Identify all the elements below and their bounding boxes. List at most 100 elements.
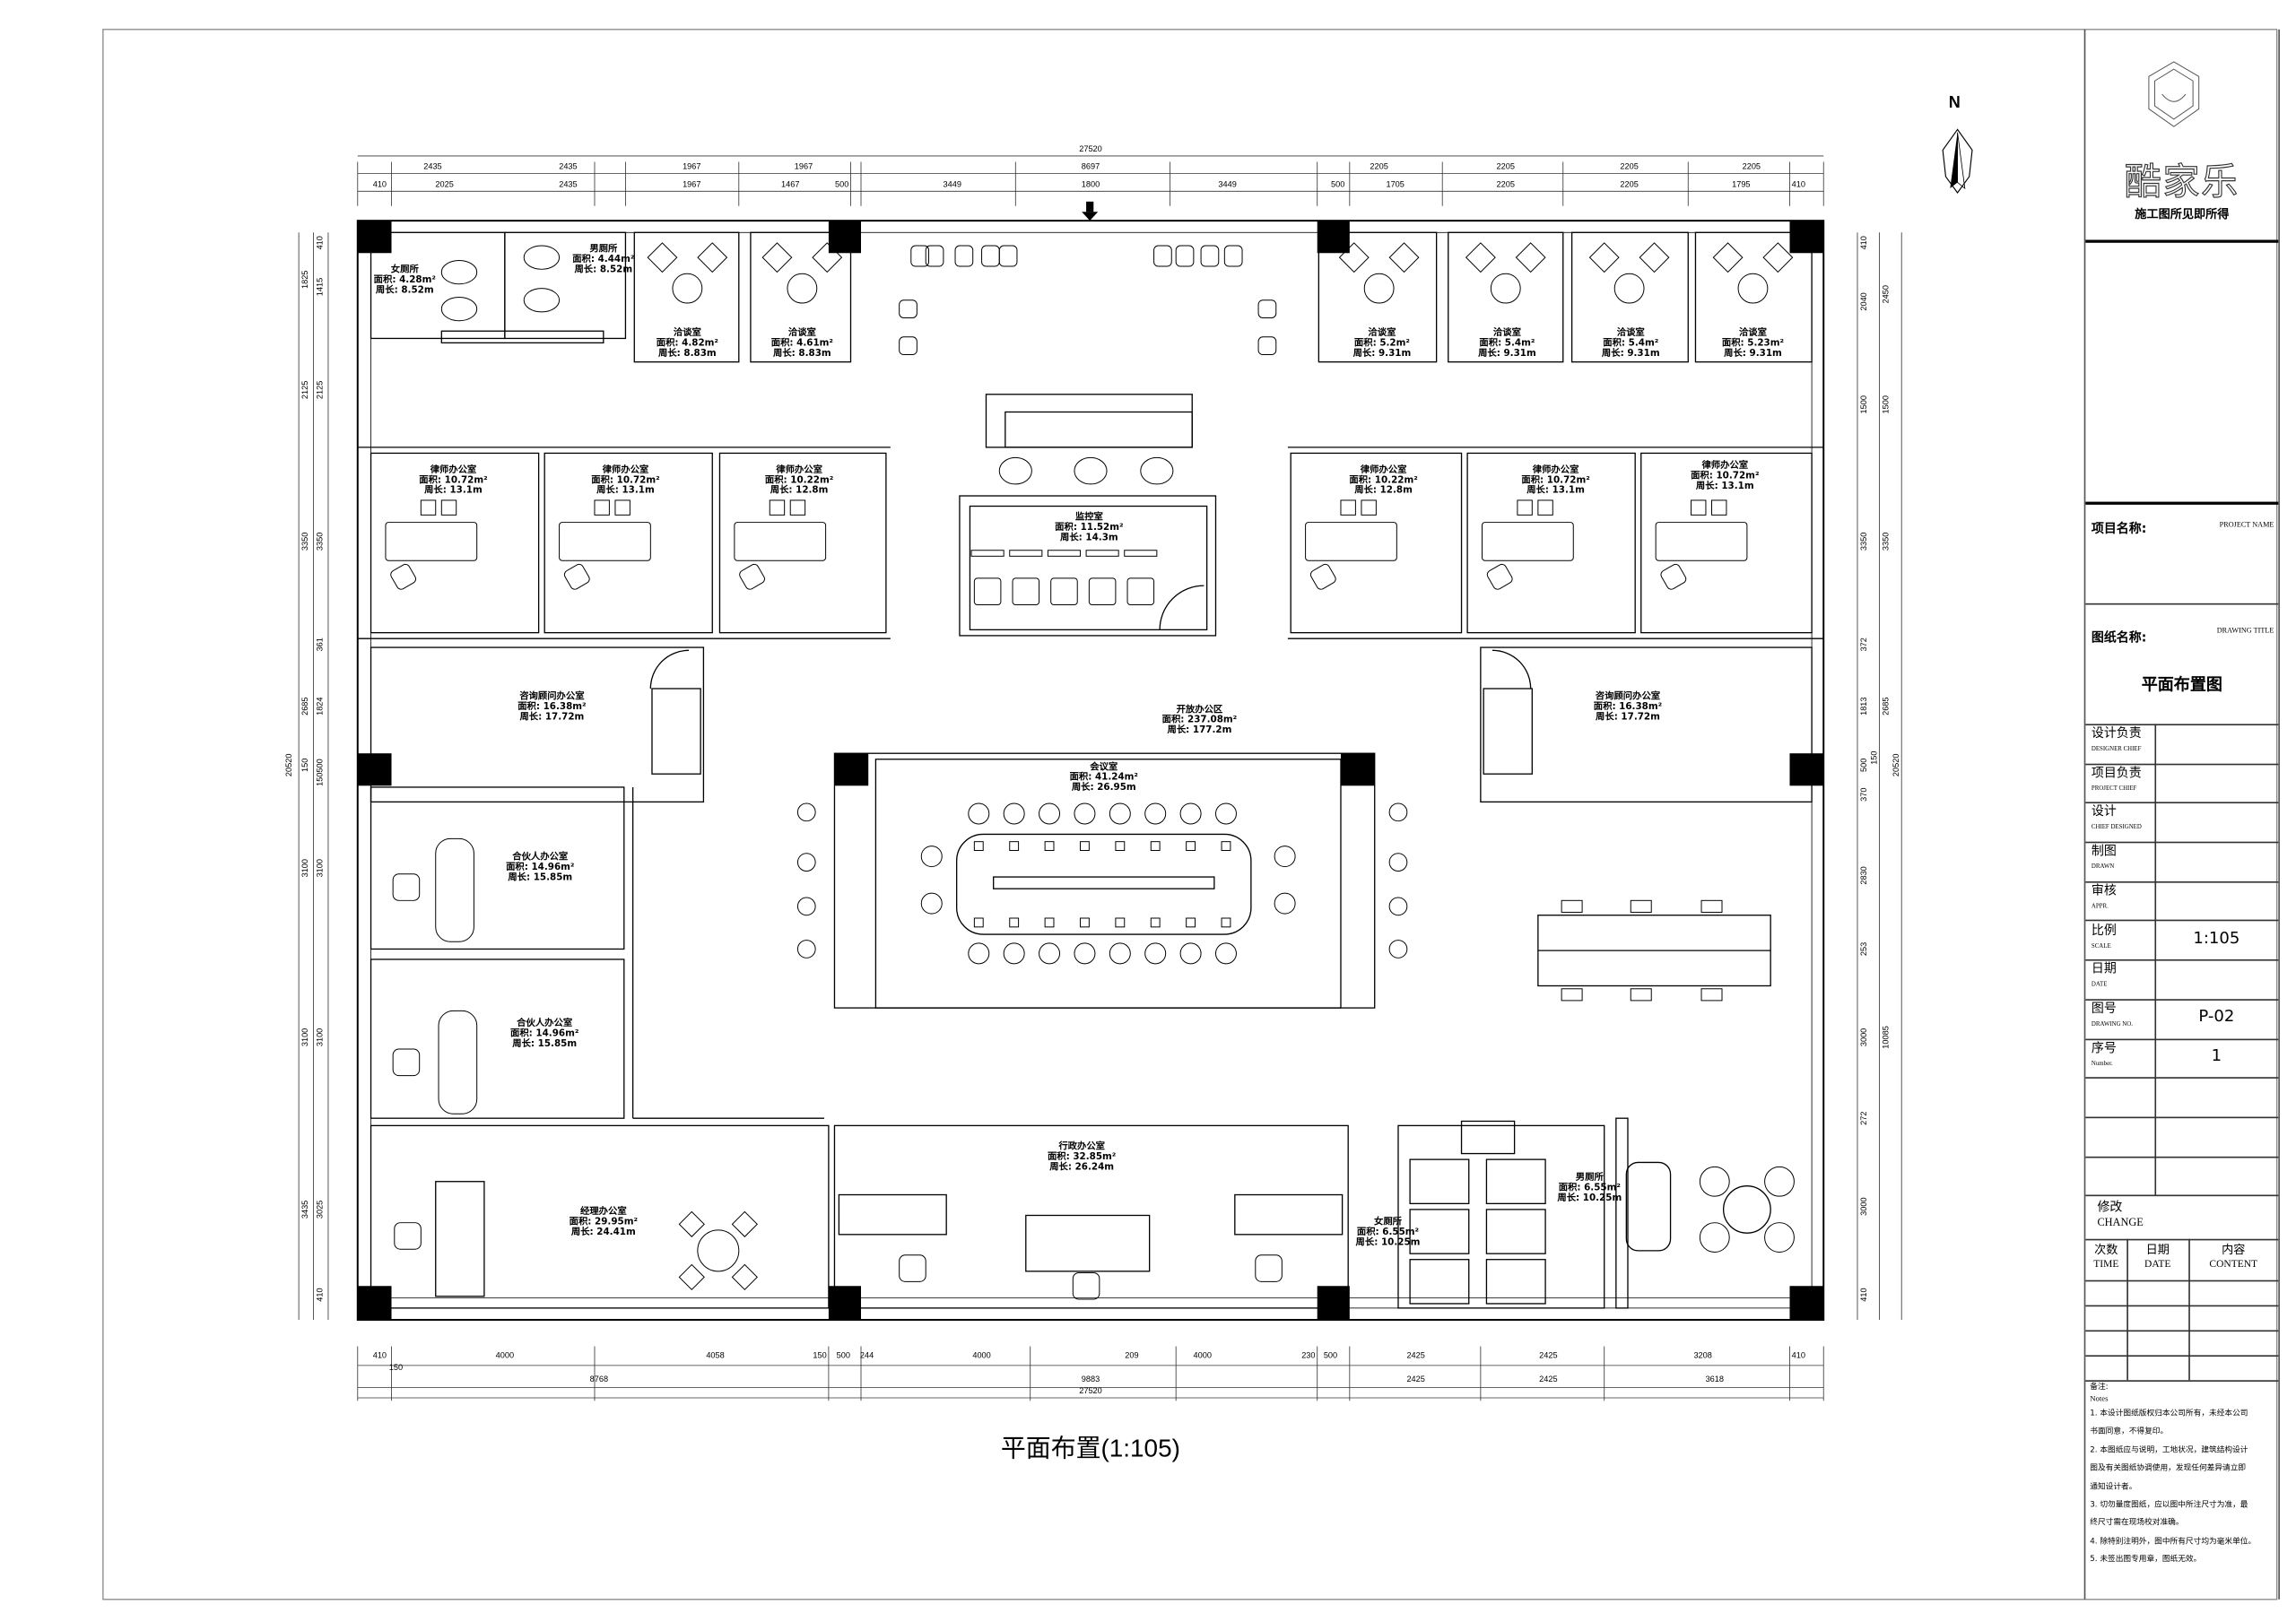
dimension-label: 8697 bbox=[1081, 163, 1100, 173]
title-block: 酷家乐 施工图所见即所得 项目名称: PROJECT NAME 图纸名称: DR… bbox=[2083, 29, 2280, 1600]
logo-wordmark: 酷家乐 bbox=[2124, 160, 2239, 204]
room-area: 面积: 10.22m² bbox=[1349, 475, 1418, 486]
dimension-label: 500 bbox=[835, 180, 849, 190]
dimension-label: 500 bbox=[1860, 758, 1870, 773]
dimension-label: 410 bbox=[372, 180, 387, 190]
room-area: 面积: 16.38m² bbox=[517, 701, 587, 713]
room-area: 面积: 10.22m² bbox=[764, 475, 834, 486]
room-area: 面积: 41.24m² bbox=[1069, 772, 1138, 784]
room-perimeter: 周长: 12.8m bbox=[770, 485, 829, 497]
dimension-label: 253 bbox=[1860, 941, 1870, 957]
room-area: 面积: 4.44m² bbox=[572, 254, 635, 265]
info-row-label: 图号 bbox=[2091, 1002, 2117, 1017]
dimension-label: 244 bbox=[859, 1352, 874, 1361]
dimension-label: 1500 bbox=[1860, 395, 1870, 414]
room-perimeter: 周长: 13.1m bbox=[596, 485, 655, 497]
room-name: 律师办公室 bbox=[1360, 464, 1407, 476]
info-row-label-en: APPR. bbox=[2091, 901, 2109, 909]
dimension-label: 1824 bbox=[316, 697, 326, 716]
room-name: 洽谈室 bbox=[1738, 327, 1767, 339]
drawing-title-label: 图纸名称: bbox=[2091, 631, 2147, 646]
dimension-label: 3000 bbox=[1860, 1028, 1870, 1047]
dimension-label: 3100 bbox=[301, 1028, 311, 1047]
info-row-label-en: DRAWN bbox=[2091, 862, 2115, 871]
dimension-label: 272 bbox=[1860, 1111, 1870, 1125]
room-area: 面积: 4.82m² bbox=[656, 338, 718, 349]
dimension-label: 1467 bbox=[781, 180, 800, 190]
room-name: 洽谈室 bbox=[1616, 327, 1645, 339]
dimension-label: 1825 bbox=[301, 270, 311, 290]
dimension-label: 27520 bbox=[1079, 1387, 1102, 1397]
room-area: 面积: 14.96m² bbox=[509, 1028, 579, 1039]
column-header-en: TIME bbox=[2093, 1257, 2119, 1270]
info-row-label: 日期 bbox=[2091, 962, 2117, 977]
dimension-label: 372 bbox=[1860, 638, 1870, 652]
info-row-label-en: CHIEF DESIGNED bbox=[2091, 822, 2142, 831]
drawing-title: 平面布置图 bbox=[2141, 675, 2222, 695]
structural-columns bbox=[357, 221, 1824, 1321]
column-header-cn: 内容 bbox=[2222, 1243, 2246, 1257]
change-label-en: CHANGE bbox=[2097, 1215, 2144, 1229]
dimension-label: 500 bbox=[836, 1352, 850, 1361]
walls bbox=[356, 220, 1825, 1321]
dimension-label: 1500 bbox=[1882, 395, 1892, 414]
dimension-label: 500 bbox=[1323, 1352, 1338, 1361]
room-name: 律师办公室 bbox=[1701, 460, 1749, 472]
info-row-value: P-02 bbox=[2198, 1006, 2235, 1026]
dimension-label: 3025 bbox=[316, 1200, 326, 1219]
room-perimeter: 周长: 177.2m bbox=[1167, 725, 1232, 736]
dimension-label: 2450 bbox=[1882, 284, 1892, 304]
info-row-label-en: DRAWING NO. bbox=[2091, 1019, 2133, 1028]
change-label-cn: 修改 bbox=[2097, 1201, 2123, 1216]
dimension-label: 1705 bbox=[1386, 180, 1405, 190]
dimension-label: 150 bbox=[301, 758, 311, 773]
room-name: 会议室 bbox=[1090, 762, 1118, 773]
divider bbox=[2085, 1355, 2279, 1357]
room-perimeter: 周长: 8.83m bbox=[773, 348, 831, 360]
dimension-label: 20520 bbox=[1892, 753, 1902, 777]
info-row-label: 设计 bbox=[2091, 805, 2117, 820]
note-line: 图及有关图纸协调使用，发现任何差异请立即 bbox=[2090, 1464, 2247, 1474]
dimension-label: 2025 bbox=[435, 180, 454, 190]
room-name: 律师办公室 bbox=[602, 464, 649, 476]
notes-title-cn: 备注: bbox=[2090, 1383, 2109, 1392]
room-perimeter: 周长: 15.85m bbox=[512, 1038, 578, 1050]
room-area: 面积: 5.23m² bbox=[1721, 338, 1785, 349]
dimension-label: 2425 bbox=[1539, 1375, 1558, 1385]
info-row: 日期 DATE bbox=[2085, 959, 2279, 1001]
room-name: 洽谈室 bbox=[787, 327, 816, 339]
dimension-label: 2435 bbox=[559, 163, 578, 173]
logo-icon bbox=[2148, 61, 2200, 127]
dimension-label: 20520 bbox=[285, 753, 295, 777]
note-line: 通知设计者。 bbox=[2090, 1482, 2137, 1492]
room-perimeter: 周长: 14.3m bbox=[1060, 533, 1118, 543]
info-row-label-en: DESIGNER CHIEF bbox=[2091, 744, 2142, 752]
room-name: 洽谈室 bbox=[1492, 327, 1521, 339]
dimension-label: 2425 bbox=[1406, 1375, 1425, 1385]
dimension-label: 3100 bbox=[301, 858, 311, 878]
dimension-label: 2425 bbox=[1406, 1352, 1425, 1361]
room-area: 面积: 4.28m² bbox=[373, 274, 436, 286]
dimension-label: 2125 bbox=[301, 380, 311, 400]
room-name: 行政办公室 bbox=[1058, 1141, 1105, 1152]
room-name: 洽谈室 bbox=[1368, 327, 1396, 339]
info-row-label-en: DATE bbox=[2091, 980, 2108, 988]
dimension-label: 2205 bbox=[1370, 163, 1388, 173]
dimension-label: 410 bbox=[372, 1352, 387, 1361]
dimension-label: 3350 bbox=[1860, 532, 1870, 551]
